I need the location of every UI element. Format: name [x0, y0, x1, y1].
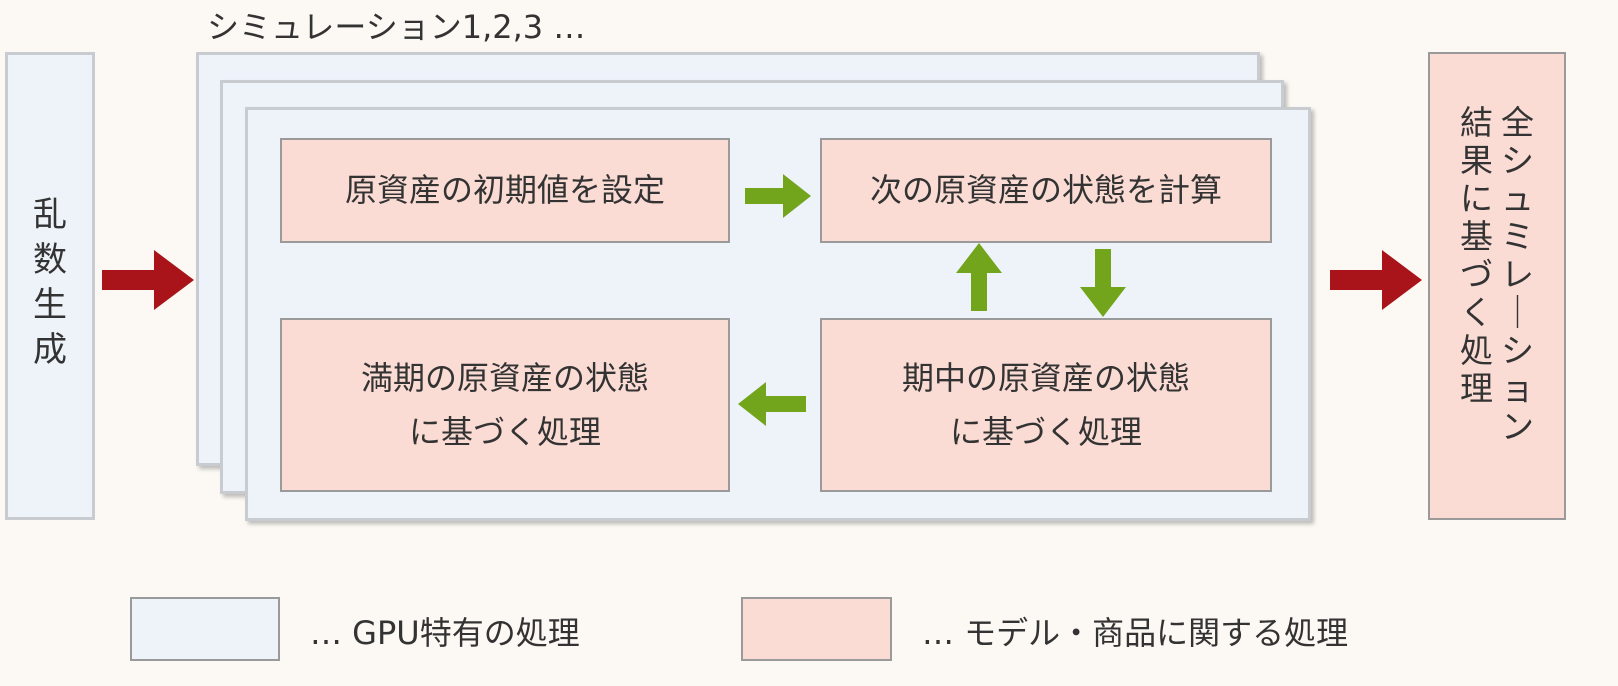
result-col1: 全シュミレ｜ション — [1501, 104, 1534, 445]
vertical-char: 果 — [1460, 140, 1493, 180]
random-generation-box: 乱数生成 — [5, 52, 95, 520]
legend-model-label: … モデル・商品に関する処理 — [922, 614, 1349, 652]
step-initial-value-label: 原資産の初期値を設定 — [344, 171, 665, 210]
green-arrow-down-icon — [1080, 249, 1126, 317]
step-maturity-line1: 満期の原資産の状態 — [360, 358, 649, 397]
vertical-char: 基 — [1460, 216, 1493, 256]
vertical-char: 全 — [1501, 103, 1534, 142]
result-processing-box: 全シュミレ｜ション 結果に基づく処理 — [1428, 52, 1566, 520]
vertical-char: 成 — [33, 330, 67, 371]
simulation-label: シミュレーション1,2,3 … — [207, 8, 586, 46]
step-next-state: 次の原資産の状態を計算 — [820, 138, 1272, 243]
result-col2: 結果に基づく処理 — [1460, 104, 1493, 445]
random-generation-label: 乱数生成 — [33, 194, 67, 376]
vertical-char: レ — [1501, 254, 1534, 294]
vertical-char: シ — [1501, 330, 1534, 370]
legend-gpu-swatch — [130, 597, 280, 661]
step-interim-processing: 期中の原資産の状態 に基づく処理 — [820, 318, 1272, 492]
green-arrow-left-icon — [738, 382, 806, 426]
vertical-char: く — [1460, 292, 1493, 332]
step-maturity-processing: 満期の原資産の状態 に基づく処理 — [280, 318, 730, 492]
vertical-char: 生 — [33, 285, 67, 325]
vertical-char: 処 — [1460, 330, 1493, 370]
vertical-char: ュ — [1501, 178, 1534, 218]
vertical-char: ｜ — [1501, 292, 1534, 332]
vertical-char: 数 — [33, 239, 67, 280]
vertical-char: シ — [1501, 140, 1534, 180]
vertical-char: 理 — [1460, 368, 1493, 408]
vertical-char: ミ — [1501, 216, 1534, 256]
vertical-char: ョ — [1501, 368, 1534, 408]
vertical-char: ン — [1501, 406, 1534, 446]
legend-model-swatch — [741, 597, 892, 661]
red-arrow-right-icon — [1330, 250, 1422, 310]
vertical-char: 結 — [1460, 103, 1493, 142]
vertical-char: に — [1460, 178, 1493, 218]
step-next-state-label: 次の原資産の状態を計算 — [869, 171, 1222, 210]
step-interim-line2: に基づく処理 — [949, 413, 1142, 451]
green-arrow-up-icon — [956, 243, 1002, 311]
legend-gpu-label: … GPU特有の処理 — [310, 614, 580, 652]
red-arrow-right-icon — [102, 250, 194, 310]
vertical-char: づ — [1460, 254, 1493, 294]
step-initial-value: 原資産の初期値を設定 — [280, 138, 730, 243]
vertical-char: 乱 — [33, 194, 67, 235]
green-arrow-right-icon — [745, 174, 811, 218]
step-interim-line1: 期中の原資産の状態 — [901, 358, 1190, 397]
step-maturity-line2: に基づく処理 — [408, 413, 601, 451]
